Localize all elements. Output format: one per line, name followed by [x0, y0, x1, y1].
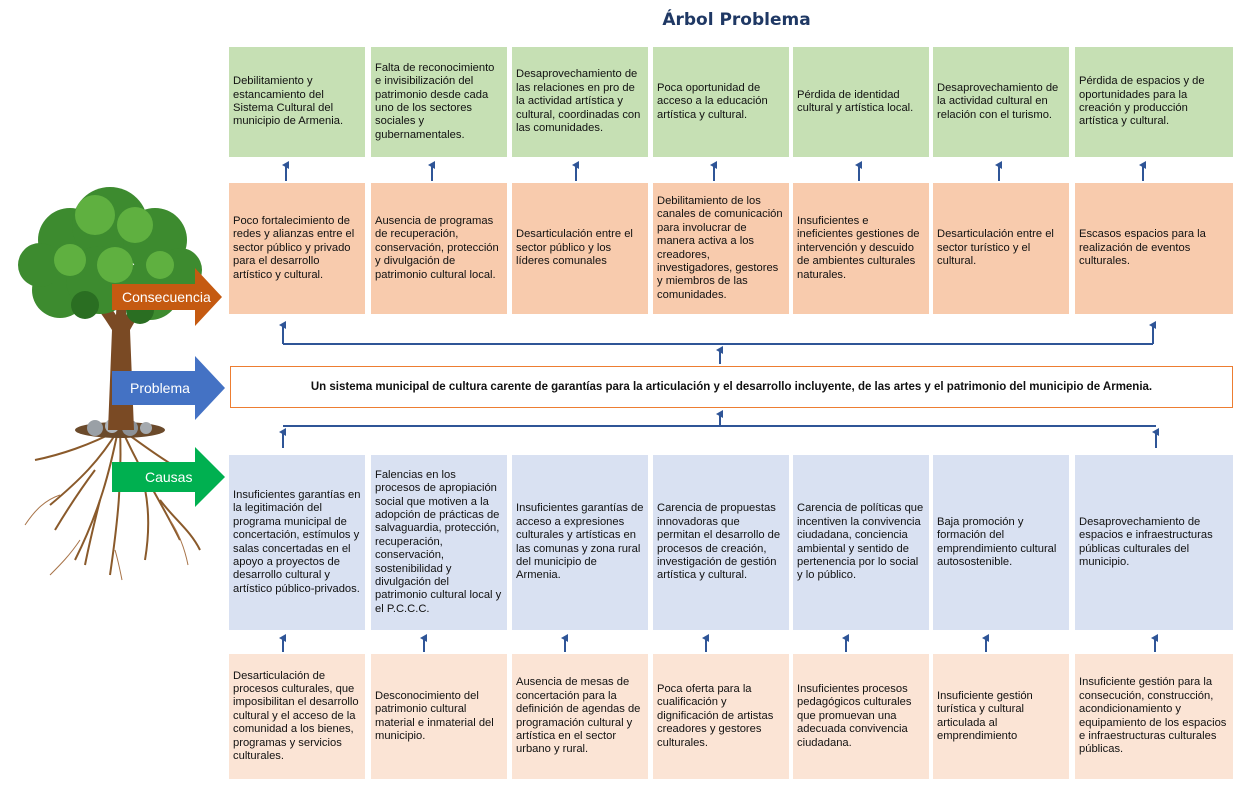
diagram-title: Árbol Problema [662, 10, 811, 30]
cause-root-box: Poca oferta para la cualificación y dign… [653, 654, 789, 779]
causas-arrow [112, 447, 225, 507]
effect-top-box: Debilitamiento y estancamiento del Siste… [229, 47, 365, 157]
tree-illustration [18, 187, 206, 581]
effect-top-box: Desaprovechamiento de la actividad cultu… [933, 47, 1069, 157]
cause-root-box: Ausencia de mesas de concertación para l… [512, 654, 648, 779]
cause-root-box: Desarticulación de procesos culturales, … [229, 654, 365, 779]
cause-direct-box: Insuficientes garantías de acceso a expr… [512, 455, 648, 630]
effect-direct-box: Insuficientes e ineficientes gestiones d… [793, 183, 929, 314]
causas-label: Causas [145, 469, 193, 485]
effect-top-box: Falta de reconocimiento e invisibilizaci… [371, 47, 507, 157]
consecuencia-label: Consecuencia [122, 289, 211, 305]
problema-label: Problema [130, 380, 190, 396]
effect-direct-box: Poco fortalecimiento de redes y alianzas… [229, 183, 365, 314]
effect-direct-box: Desarticulación entre el sector turístic… [933, 183, 1069, 314]
cause-direct-box: Insuficientes garantías en la legitimaci… [229, 455, 365, 630]
effect-direct-box: Escasos espacios para la realización de … [1075, 183, 1233, 314]
cause-direct-box: Falencias en los procesos de apropiación… [371, 455, 507, 630]
cause-root-box: Insuficiente gestión para la consecución… [1075, 654, 1233, 779]
central-problem: Un sistema municipal de cultura carente … [230, 366, 1233, 408]
consecuencia-arrow [112, 268, 222, 326]
side-arrows [112, 268, 225, 507]
effect-top-box: Desaprovechamiento de las relaciones en … [512, 47, 648, 157]
cause-direct-box: Baja promoción y formación del emprendim… [933, 455, 1069, 630]
cause-direct-box: Carencia de propuestas innovadoras que p… [653, 455, 789, 630]
effect-top-box: Pérdida de identidad cultural y artístic… [793, 47, 929, 157]
cause-root-box: Insuficiente gestión turística y cultura… [933, 654, 1069, 779]
cause-root-box: Insuficientes procesos pedagógicos cultu… [793, 654, 929, 779]
effect-direct-box: Ausencia de programas de recuperación, c… [371, 183, 507, 314]
cause-direct-box: Desaprovechamiento de espacios e infraes… [1075, 455, 1233, 630]
effect-direct-box: Desarticulación entre el sector público … [512, 183, 648, 314]
effect-top-box: Pérdida de espacios y de oportunidades p… [1075, 47, 1233, 157]
effect-top-box: Poca oportunidad de acceso a la educació… [653, 47, 789, 157]
cause-root-box: Desconocimiento del patrimonio cultural … [371, 654, 507, 779]
cause-direct-box: Carencia de políticas que incentiven la … [793, 455, 929, 630]
problema-arrow [112, 356, 225, 420]
effect-direct-box: Debilitamiento de los canales de comunic… [653, 183, 789, 314]
